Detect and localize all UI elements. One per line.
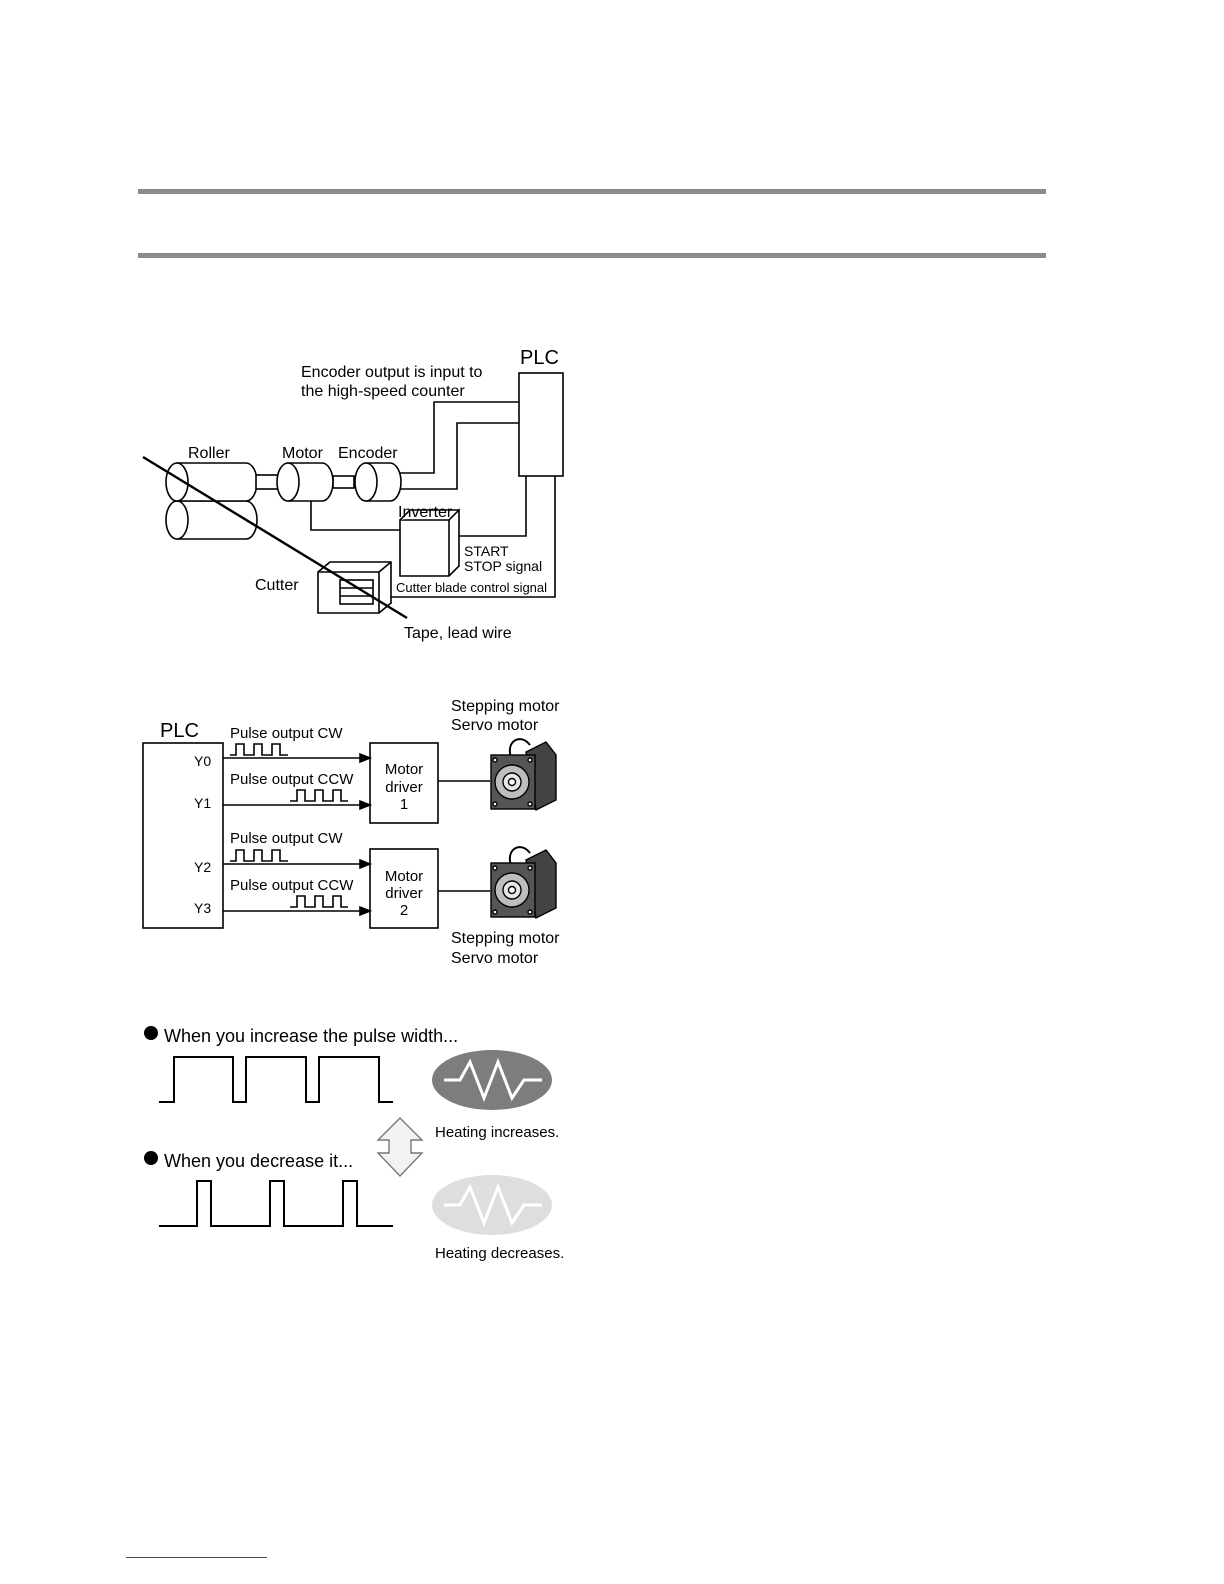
inverter-label: Inverter [398,504,453,521]
y1-label: Y1 [194,795,211,811]
decrease-label: When you decrease it... [164,1151,353,1171]
heating-decreases-label: Heating decreases. [435,1245,564,1262]
inverter-icon [399,508,460,577]
wide-pulse-waveform [159,1056,393,1103]
roller-icon [165,462,258,540]
heating-increases-label: Heating increases. [435,1124,559,1141]
motor-bottom-line1: Stepping motor [451,930,560,947]
driver1-line1: Motor [385,761,423,778]
plc-inverter-wire [457,476,527,537]
pulse-cw-label-1: Pulse output CW [230,725,343,742]
encoder-wire-a [400,401,519,474]
double-arrow-icon [376,1117,424,1178]
header-rule-top [138,189,1046,194]
driver1-line2: driver [385,779,423,796]
motor-driver-1-box [369,742,439,824]
motor-label: Motor [282,445,324,462]
y3-label: Y3 [194,900,211,916]
pulse-cw-2 [230,849,288,862]
pulse-cw-label-2: Pulse output CW [230,830,343,847]
cutter-label: Cutter [255,577,299,594]
driver1-line3: 1 [400,796,408,813]
plc-label-2: PLC [160,720,199,742]
roller-system-diagram [142,372,564,620]
motor-top-line2: Servo motor [451,717,539,734]
motor-bottom-line2: Servo motor [451,950,539,967]
cutter-signal-wire [391,476,556,598]
motor-driver-2-box [369,848,439,929]
driver2-line2: driver [385,885,423,902]
plc-box-2 [142,742,224,929]
pulse-ccw-label-2: Pulse output CCW [230,877,354,894]
y2-label: Y2 [194,859,211,875]
header-rule-bottom [138,253,1046,258]
pulse-width-diagram: When you increase the pulse width... Hea… [144,1026,564,1262]
y1-arrow [359,799,373,811]
pulse-output-diagram [142,742,490,929]
y2-arrow [359,858,373,870]
pulse-ccw-2 [290,895,348,908]
narrow-pulse-waveform [159,1180,393,1227]
servo-motor-icon-1 [490,738,557,812]
encoder-icon [354,462,402,502]
heater-cool-zigzag [444,1182,542,1228]
motor-inverter-wire [310,500,400,531]
y3-arrow [359,905,373,917]
stop-signal-label: STOP signal [464,558,542,574]
bullet-icon-1 [144,1026,158,1040]
encoder-wire-b [400,422,519,490]
footer-link-underline [126,1557,267,1558]
cutter-signal-label: Cutter blade control signal [396,580,547,595]
heater-hot-zigzag [444,1057,542,1103]
servo-motor-icon-2 [490,846,557,920]
y0-arrow [359,752,373,764]
roller-label: Roller [188,445,230,462]
motor-icon [276,462,334,502]
start-label: START [464,543,509,559]
increase-label: When you increase the pulse width... [164,1026,458,1046]
shaft-motor-encoder [332,475,355,489]
plc-label-1: PLC [520,347,559,369]
plc-box-1 [518,372,564,477]
encoder-note-line1: Encoder output is input to [301,364,483,381]
driver2-line1: Motor [385,868,423,885]
encoder-note-line2: the high-speed counter [301,383,465,400]
pulse-ccw-1 [290,789,348,802]
pulse-ccw-label-1: Pulse output CCW [230,771,354,788]
y0-label: Y0 [194,753,211,769]
driver2-line3: 2 [400,902,408,919]
pulse-cw-1 [230,743,288,756]
roller-system-labels: PLC Encoder output is input to the high-… [188,347,559,642]
tape-line [142,455,408,620]
motor-top-line1: Stepping motor [451,698,560,715]
tape-label: Tape, lead wire [404,625,512,642]
pulse-output-labels: PLC Y0 Y1 Y2 Y3 Pulse output CW Pulse ou… [160,698,560,967]
bullet-icon-2 [144,1151,158,1165]
encoder-label: Encoder [338,445,398,462]
